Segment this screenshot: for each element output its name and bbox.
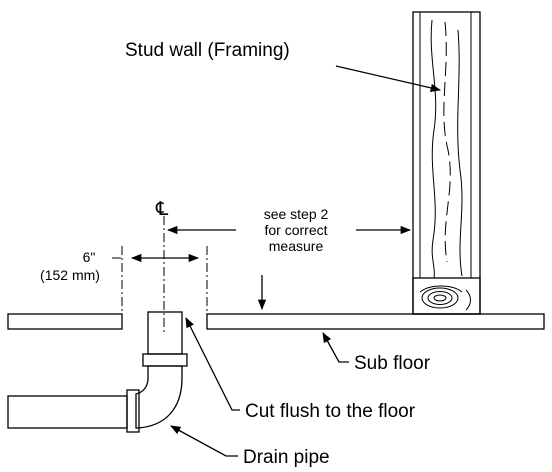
- centerline-symbol: ℄: [155, 199, 169, 220]
- stud-wall-leader: [335, 65, 442, 92]
- step-measure-line2: for correct: [264, 222, 327, 238]
- step-measure-line1: see step 2: [264, 206, 329, 222]
- drain-pipe-leader: [170, 425, 238, 457]
- cut-flush-label: Cut flush to the floor: [245, 401, 416, 422]
- sub-floor-label: Sub floor: [354, 353, 431, 374]
- step-measure-line3: measure: [269, 238, 324, 254]
- drain-pipe: [7, 311, 188, 433]
- dim-mm-label: (152 mm): [40, 267, 100, 283]
- sub-floor: [7, 313, 545, 330]
- stud-wall: [412, 11, 481, 315]
- elbow-collar: [126, 389, 140, 433]
- stud-wall-label: Stud wall (Framing): [125, 40, 290, 61]
- drain-pipe-label: Drain pipe: [243, 447, 330, 468]
- sub-floor-left-segment: [7, 313, 123, 330]
- dim-inch-label: 6": [83, 249, 96, 265]
- sub-floor-right-segment: [206, 313, 545, 330]
- end-grain-rings: [419, 285, 471, 311]
- sub-floor-leader: [322, 332, 349, 363]
- pipe-coupling: [142, 353, 188, 367]
- cut-flush-leader: [185, 317, 240, 411]
